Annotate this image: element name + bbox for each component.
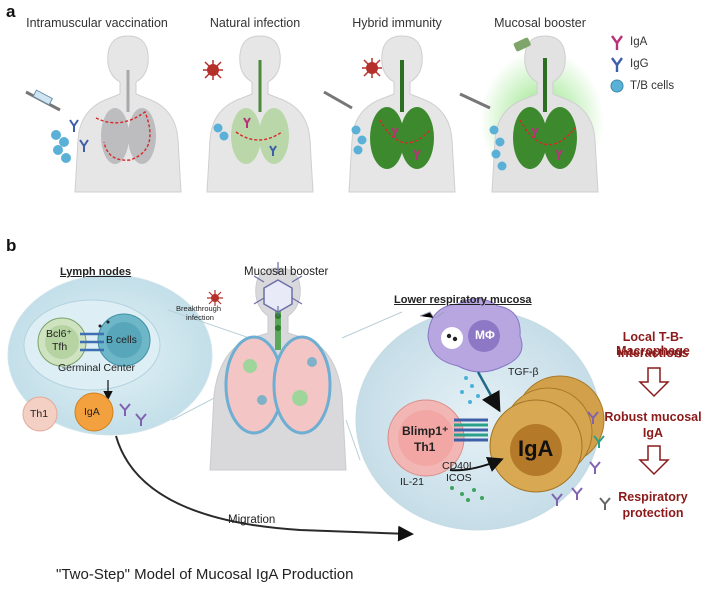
flow-step-1-line2: interactions xyxy=(617,346,689,360)
blimp1-label-line2: Th1 xyxy=(414,440,436,454)
figure-caption: "Two-Step" Model of Mucosal IgA Producti… xyxy=(56,566,354,583)
lymph-nodes-title: Lymph nodes xyxy=(60,266,132,278)
flow-step-2-line2: IgA xyxy=(642,426,664,440)
flow-step-3-line1: Respiratory xyxy=(618,490,688,504)
igg-legend-icon xyxy=(611,57,623,72)
flow-arrow-2 xyxy=(638,445,670,476)
body-intramuscular xyxy=(25,35,182,193)
bcl6-label-line1: Bcl6⁺ xyxy=(46,328,72,340)
th1-label: Th1 xyxy=(30,408,49,420)
vaccine-hexagon-icon xyxy=(253,262,303,316)
panel-b-letter: b xyxy=(6,236,17,255)
secreted-antibodies xyxy=(551,411,611,510)
body-natural-infection xyxy=(203,35,314,193)
iga-cell-small xyxy=(74,392,114,432)
iga-legend-icon xyxy=(611,35,623,50)
breakthrough-label-line2: infection xyxy=(186,313,214,322)
mucosal-booster-label: Mucosal booster xyxy=(244,266,329,278)
lower-respiratory-title: Lower respiratory mucosa xyxy=(394,294,532,306)
il21-label: IL-21 xyxy=(400,476,424,488)
breakthrough-label-line1: Breakthrough xyxy=(176,304,222,313)
iga-big-label: IgA xyxy=(518,436,554,461)
column-title-natural-infection: Natural infection xyxy=(209,16,301,30)
body-hybrid-immunity xyxy=(323,35,456,193)
icos-label: ICOS xyxy=(446,472,472,484)
tb-cells-legend-icon xyxy=(610,79,624,93)
b-cells-label: B cells xyxy=(106,334,137,346)
il21-dots xyxy=(450,486,484,502)
migration-arrow xyxy=(115,435,414,542)
panel-a-letter: a xyxy=(6,2,16,21)
flow-step-1-line1: Local T-B-Macrophage xyxy=(616,330,690,358)
flow-arrow-1 xyxy=(638,367,670,398)
blimp1-label-line1: Blimp1⁺ xyxy=(402,424,449,438)
tgf-beta-dots xyxy=(460,376,480,404)
flow-step-2-line1: Robust mucosal xyxy=(604,410,702,424)
tgf-beta-label: TGF-β xyxy=(508,366,539,378)
legend-tb-cells-label: T/B cells xyxy=(630,80,675,92)
th1-cell-small xyxy=(22,396,58,432)
column-title-mucosal-booster: Mucosal booster xyxy=(494,16,586,30)
right-lung xyxy=(272,335,332,435)
iga-small-label: IgA xyxy=(84,406,100,418)
legend-iga-label: IgA xyxy=(630,36,648,48)
macrophage-label: MΦ xyxy=(475,328,495,342)
cd40l-label: CD40L xyxy=(442,460,475,472)
bcl6-label-line2: Tfh xyxy=(52,341,68,353)
column-title-hybrid-immunity: Hybrid immunity xyxy=(352,16,442,30)
body-mucosal-booster xyxy=(459,35,604,193)
legend-igg-label: IgG xyxy=(630,58,649,70)
flow-step-3-line2: protection xyxy=(622,506,684,520)
migration-label: Migration xyxy=(228,514,276,526)
germinal-center-label: Germinal Center xyxy=(58,362,136,374)
column-title-intramuscular: Intramuscular vaccination xyxy=(26,16,168,30)
